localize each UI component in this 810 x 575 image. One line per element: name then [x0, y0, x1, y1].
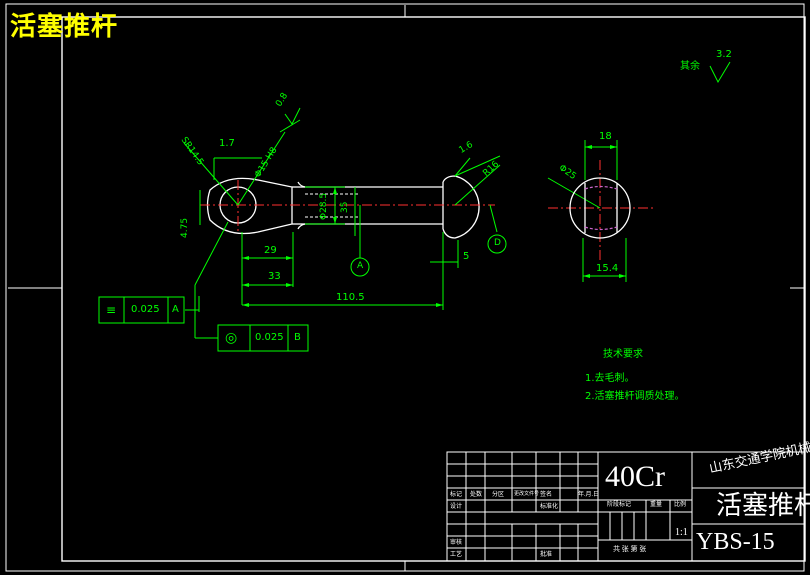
- tb-process: 工艺: [450, 552, 463, 558]
- tol-2-value: 0.025: [255, 332, 284, 343]
- center-lines: [200, 160, 655, 262]
- tb-ratio: 比例: [674, 502, 687, 508]
- roughness-marks: [284, 61, 731, 125]
- tol-2-datum: B: [294, 332, 301, 343]
- tol-1-value: 0.025: [131, 304, 160, 315]
- tb-approve: 批准: [540, 552, 553, 558]
- dim-29: 29: [264, 245, 277, 256]
- tech-item-2: 2.活塞推杆调质处理。: [585, 391, 685, 402]
- outer-border: [5, 3, 805, 572]
- tb-weight: 重量: [650, 502, 663, 508]
- dim-phi28-5: Φ28.5: [319, 192, 329, 220]
- dim-110-5: 110.5: [336, 292, 365, 303]
- tb-drawing-no: YBS-15: [696, 529, 775, 555]
- tb-stage: 阶段标记: [607, 502, 632, 508]
- center-marks: [8, 5, 805, 571]
- dim-35: 35: [340, 201, 350, 213]
- dim-18: 18: [599, 131, 612, 142]
- dimension-lines: [183, 119, 627, 339]
- tb-sheets: 共 张 第 张: [613, 545, 647, 553]
- tb-mark: 标记: [450, 492, 463, 498]
- dim-33: 33: [268, 271, 281, 282]
- tech-item-1: 1.去毛刺。: [585, 373, 635, 384]
- tb-zone: 分区: [492, 492, 505, 498]
- tol-1-symbol: ≡: [106, 303, 117, 317]
- tb-design: 设计: [450, 504, 463, 510]
- datum-bubbles: [350, 234, 507, 277]
- tb-count: 处数: [470, 492, 483, 498]
- tolerance-frames: [98, 296, 309, 352]
- tb-change-doc: 更改文件号: [514, 492, 540, 497]
- title-block-grid: [446, 451, 805, 562]
- datum-d: D: [494, 238, 501, 248]
- surface-value: 3.2: [716, 49, 732, 60]
- tb-date: 年.月.日: [578, 492, 600, 498]
- rod-hidden-lines: [305, 193, 360, 218]
- dim-4-75: 4.75: [180, 217, 190, 238]
- tb-standardize: 标准化: [540, 504, 559, 510]
- side-view-hidden: [584, 185, 618, 231]
- datum-a: A: [357, 261, 364, 271]
- tol-1-datum: A: [172, 304, 179, 315]
- dim-15-4: 15.4: [596, 263, 619, 274]
- tb-part-name: 活塞推杆: [716, 491, 810, 520]
- dim-5: 5: [463, 251, 470, 262]
- tech-heading: 技术要求: [603, 349, 643, 360]
- surface-label: 其余: [680, 61, 700, 72]
- dimension-arrows: [242, 145, 626, 307]
- side-view: [569, 177, 631, 239]
- inner-frame: [61, 16, 806, 562]
- tb-sign: 签名: [540, 492, 553, 498]
- overlay-title: 活塞推杆: [10, 12, 119, 42]
- dim-1-7: 1.7: [219, 138, 235, 149]
- tol-2-symbol: ◎: [225, 330, 238, 346]
- tb-material: 40Cr: [605, 460, 665, 493]
- tb-review: 审核: [450, 540, 463, 546]
- tb-scale: 1:1: [675, 527, 688, 538]
